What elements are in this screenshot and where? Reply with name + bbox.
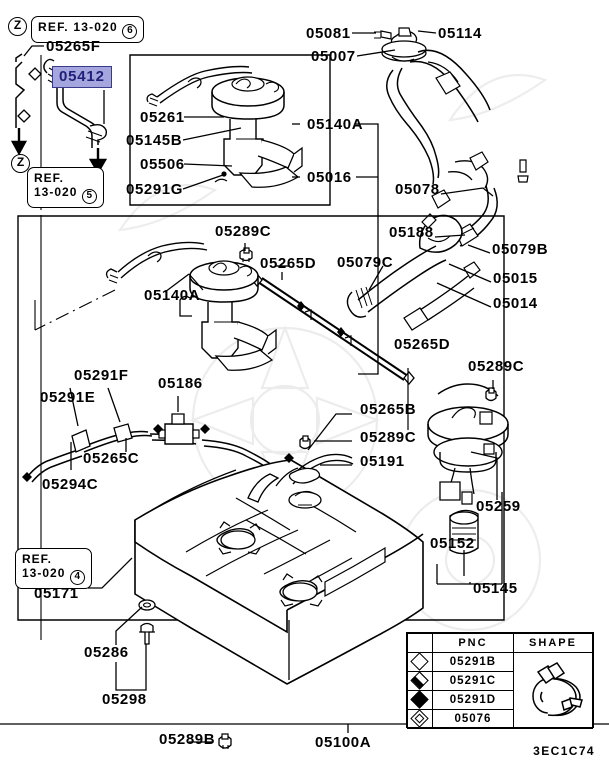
ref-line-1: REF. bbox=[34, 171, 65, 185]
legend-symbol-open bbox=[407, 651, 433, 672]
legend-row[interactable]: 05076 bbox=[407, 708, 593, 729]
part-label-05265D-lower[interactable]: 05265D bbox=[394, 336, 451, 353]
part-label-05188[interactable]: 05188 bbox=[389, 224, 434, 241]
ref-circle-number: 4 bbox=[69, 570, 85, 586]
symbol-legend: PNC SHAPE 05291B bbox=[406, 632, 594, 729]
part-label-05265C[interactable]: 05265C bbox=[83, 450, 140, 467]
part-label-05171[interactable]: 05171 bbox=[34, 585, 79, 602]
part-label-05079C[interactable]: 05079C bbox=[337, 254, 394, 271]
drawing-code: 3EC1C74 bbox=[533, 744, 595, 758]
part-label-05078[interactable]: 05078 bbox=[395, 181, 440, 198]
legend-pnc-05076[interactable]: 05076 bbox=[431, 709, 515, 729]
part-label-05265B[interactable]: 05265B bbox=[360, 401, 417, 418]
part-label-05191[interactable]: 05191 bbox=[360, 453, 405, 470]
ref-box-13-020-6[interactable]: REF. 13-020 6 bbox=[31, 16, 145, 43]
legend-header-symbol bbox=[407, 633, 433, 653]
legend-header-shape: SHAPE bbox=[513, 633, 593, 653]
part-label-05100A[interactable]: 05100A bbox=[315, 734, 372, 751]
part-label-05289C-upper[interactable]: 05289C bbox=[215, 223, 272, 240]
diamond-open-icon bbox=[410, 651, 430, 671]
part-label-05289B[interactable]: 05289B bbox=[159, 731, 216, 748]
ref-circle-number: 5 bbox=[81, 189, 97, 205]
legend-pnc-05291B[interactable]: 05291B bbox=[431, 652, 515, 672]
diamond-solid-icon bbox=[410, 689, 430, 709]
part-label-05289C-right[interactable]: 05289C bbox=[468, 358, 525, 375]
part-label-05286[interactable]: 05286 bbox=[84, 644, 129, 661]
legend-symbol-solid bbox=[407, 689, 433, 710]
diamond-double-icon bbox=[410, 708, 430, 728]
legend-pnc-05291C[interactable]: 05291C bbox=[431, 671, 515, 691]
part-label-05007[interactable]: 05007 bbox=[311, 48, 356, 65]
part-label-05259[interactable]: 05259 bbox=[476, 498, 521, 515]
part-label-05140A-top[interactable]: 05140A bbox=[307, 116, 364, 133]
part-label-05298[interactable]: 05298 bbox=[102, 691, 147, 708]
legend-pnc-05291D[interactable]: 05291D bbox=[431, 690, 515, 710]
part-label-05081[interactable]: 05081 bbox=[306, 25, 351, 42]
part-label-05015[interactable]: 05015 bbox=[493, 270, 538, 287]
ref-line-2: 13-020 bbox=[22, 566, 66, 581]
legend-symbol-half bbox=[407, 670, 433, 691]
ref-circle-number: 6 bbox=[122, 24, 138, 39]
part-label-05291F[interactable]: 05291F bbox=[74, 367, 129, 384]
part-label-05145B[interactable]: 05145B bbox=[126, 132, 183, 149]
part-label-05016[interactable]: 05016 bbox=[307, 169, 352, 186]
ref-text: REF. 13-020 bbox=[38, 20, 118, 34]
diamond-half-icon bbox=[410, 670, 430, 690]
ref-box-13-020-5[interactable]: REF. 13-020 5 bbox=[27, 167, 104, 209]
part-label-05145[interactable]: 05145 bbox=[473, 580, 518, 597]
legend-symbol-double bbox=[407, 708, 433, 729]
part-label-05289C-tank[interactable]: 05289C bbox=[360, 429, 417, 446]
legend-row[interactable]: 05291C bbox=[407, 670, 593, 691]
part-label-05291G[interactable]: 05291G bbox=[126, 181, 183, 198]
part-label-05261[interactable]: 05261 bbox=[140, 109, 185, 126]
part-label-05291E[interactable]: 05291E bbox=[40, 389, 96, 406]
ref-line-2: 13-020 bbox=[34, 185, 78, 200]
ref-box-13-020-4[interactable]: REF. 13-020 4 bbox=[15, 548, 92, 590]
part-label-05152[interactable]: 05152 bbox=[430, 535, 475, 552]
part-label-05140A-mid[interactable]: 05140A bbox=[144, 287, 201, 304]
ref-line-1: REF. bbox=[22, 552, 53, 566]
hose-clamp-icon bbox=[532, 662, 583, 717]
part-label-05506[interactable]: 05506 bbox=[140, 156, 185, 173]
part-label-05079B[interactable]: 05079B bbox=[492, 241, 549, 258]
legend-shape-cell bbox=[513, 652, 593, 729]
legend-header-pnc: PNC bbox=[431, 633, 515, 653]
legend-header-row: PNC SHAPE bbox=[407, 633, 593, 653]
z-mark-lower: Z bbox=[11, 154, 30, 173]
part-label-05265D-upper[interactable]: 05265D bbox=[260, 255, 317, 272]
part-label-05294C[interactable]: 05294C bbox=[42, 476, 99, 493]
part-label-05186[interactable]: 05186 bbox=[158, 375, 203, 392]
legend-row[interactable]: 05291B bbox=[407, 651, 593, 729]
z-mark-top: Z bbox=[8, 17, 27, 36]
highlighted-part-05412[interactable]: 05412 bbox=[52, 66, 112, 88]
part-label-05265F[interactable]: 05265F bbox=[46, 38, 101, 55]
part-label-05014[interactable]: 05014 bbox=[493, 295, 538, 312]
part-label-05114[interactable]: 05114 bbox=[438, 25, 482, 42]
